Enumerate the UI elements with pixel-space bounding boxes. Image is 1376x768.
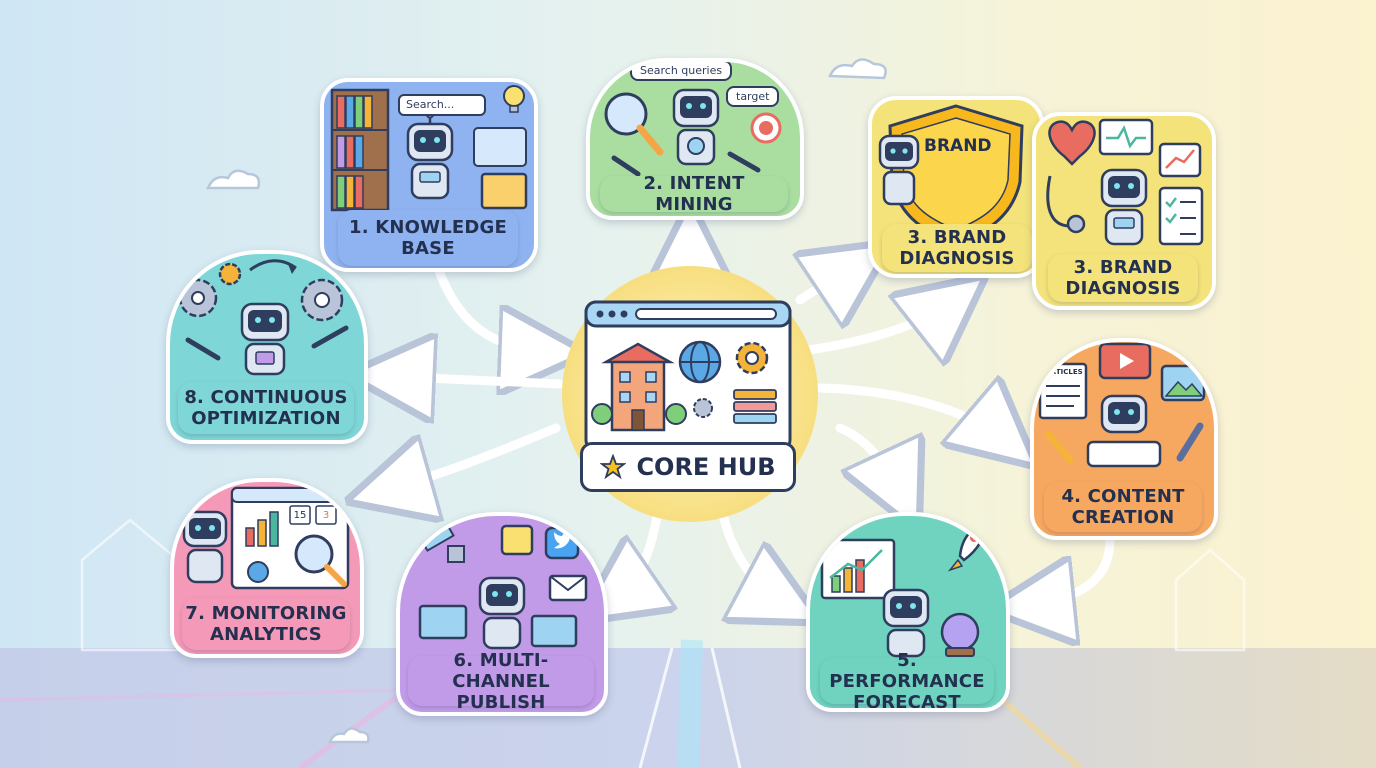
performance-forecast-label: 5. PERFORMANCE FORECAST: [820, 650, 994, 708]
knowledge-base-label: 1. KNOWLEDGE BASE: [338, 210, 518, 266]
bookshelf-icon: [330, 88, 390, 212]
shield-brand-text: BRAND: [924, 136, 992, 156]
knowledge-base-illustration: [330, 85, 528, 212]
cycle-arrow-icon: [249, 259, 297, 274]
intent-mining-label: 2. INTENT MINING: [600, 173, 788, 215]
robot-icon: [672, 88, 720, 166]
articles-text: ARTICLES: [1045, 368, 1083, 376]
checklist-icon: [1158, 186, 1204, 246]
brand-diagnosis-a-label: 3. BRAND DIAGNOSIS: [882, 224, 1032, 272]
continuous-optimization-label: 8. CONTINUOUS OPTIMIZATION: [178, 382, 354, 434]
image-icon: [1160, 364, 1206, 402]
performance-forecast-illustration: [820, 520, 988, 658]
lightbulb-icon: [503, 85, 525, 113]
robot-icon: [1100, 168, 1148, 246]
star-icon: [600, 454, 627, 480]
chat-icon: [500, 524, 534, 556]
core-hub-label[interactable]: CORE HUB: [580, 442, 796, 492]
satellite-icon: [419, 522, 465, 563]
stethoscope-icon: [1046, 175, 1086, 234]
wrench-icon: [185, 325, 349, 361]
brand-diagnosis-b-label: 3. BRAND DIAGNOSIS: [1048, 254, 1198, 302]
search-queries-tag: Search queries: [630, 62, 733, 81]
heart-icon: [1048, 120, 1096, 166]
node-knowledge-base[interactable]: Search... 1. KNOWLEDGE BASE: [320, 78, 538, 272]
magnifier-icon: [294, 534, 347, 587]
crystal-ball-icon: [940, 612, 980, 657]
monitoring-illustration: [182, 486, 350, 590]
twitter-icon: [544, 526, 580, 560]
core-hub-text: CORE HUB: [636, 453, 776, 481]
robot-icon: [182, 510, 269, 584]
monitoring-analytics-label: 7. MONITORING ANALYTICS: [182, 598, 350, 650]
wrench-icon: [611, 151, 761, 177]
calendar-day-b: 3: [322, 510, 330, 521]
road-lines: [0, 639, 1082, 768]
rocket-icon: [947, 520, 988, 572]
node-multichannel-publish[interactable]: 6. MULTI-CHANNEL PUBLISH: [396, 512, 608, 716]
multichannel-publish-label: 6. MULTI-CHANNEL PUBLISH: [408, 650, 594, 712]
globe-icon: [678, 340, 722, 384]
robot-icon: [1086, 394, 1162, 468]
robot-icon: [478, 576, 526, 650]
node-intent-mining[interactable]: Search queries target 2. INTENT MINING: [586, 58, 804, 220]
node-performance-forecast[interactable]: 5. PERFORMANCE FORECAST: [806, 512, 1010, 712]
monitor-icon: [1098, 118, 1202, 178]
target-tag: target: [726, 86, 780, 107]
calendar-day-a: 15: [293, 510, 307, 521]
building-icon: [591, 342, 687, 432]
robot-icon: [240, 302, 290, 376]
brand-health-illustration: [1046, 118, 1204, 246]
mail-icon: [548, 574, 588, 602]
node-continuous-optimization[interactable]: 8. CONTINUOUS OPTIMIZATION: [166, 250, 368, 444]
content-creation-illustration: [1038, 342, 1206, 468]
content-creation-label: 4. CONTENT CREATION: [1044, 482, 1202, 532]
chart-board-icon: [820, 538, 896, 600]
robot-icon: [406, 109, 454, 200]
robot-icon: [882, 588, 930, 658]
laptop-icon: [418, 604, 578, 648]
hub-arrows: [380, 236, 1115, 606]
node-brand-diagnosis-health[interactable]: 3. BRAND DIAGNOSIS: [1032, 112, 1216, 310]
node-monitoring-analytics[interactable]: 15 3 7. MONITORING ANALYTICS: [170, 478, 364, 658]
magnifier-icon: [604, 92, 664, 156]
gear-icon: [693, 341, 769, 418]
server-stack-icon: [733, 389, 777, 424]
articles-icon: [1038, 362, 1088, 420]
pencil-icon: [1044, 422, 1204, 464]
target-icon: [750, 112, 782, 144]
multichannel-illustration: [418, 522, 588, 650]
gear-icon: [178, 262, 344, 322]
node-content-creation[interactable]: ARTICLES 4. CONTENT CREATION: [1030, 338, 1218, 540]
folder-icon: [473, 127, 528, 210]
knowledge-base-search-input[interactable]: Search...: [398, 94, 486, 116]
node-brand-diagnosis-shield[interactable]: BRAND 3. BRAND DIAGNOSIS: [868, 96, 1044, 278]
optimization-illustration: [178, 259, 349, 376]
intent-mining-illustration: [604, 88, 782, 177]
play-icon: [1098, 342, 1152, 380]
brand-shield-illustration: [878, 104, 1024, 246]
robot-icon: [878, 134, 920, 206]
